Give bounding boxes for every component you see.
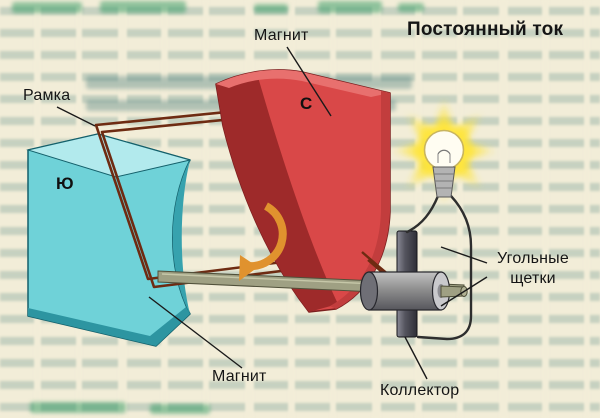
label-magnet-bottom: Магнит	[212, 368, 267, 385]
bulb-socket-ridges	[434, 173, 454, 189]
pointer-magnet-top	[286, 46, 332, 117]
north-magnet-pole-face	[216, 77, 338, 312]
collector-cylinder	[359, 271, 468, 311]
collector-body	[368, 271, 442, 311]
label-brushes-line2: щетки	[510, 270, 556, 287]
label-brushes-line1: Угольные	[497, 250, 569, 267]
bulb-filament-arc	[437, 149, 451, 155]
pointer-brush-lower	[440, 276, 488, 307]
pointer-frame	[56, 106, 96, 127]
bulb-socket	[432, 166, 456, 198]
label-frame: Рамка	[23, 87, 71, 104]
circuit-wire-left	[405, 194, 440, 234]
north-magnet-right-face	[330, 91, 390, 309]
bulb-filament	[437, 154, 451, 163]
circuit-wires	[405, 194, 473, 341]
label-magnet-top: Магнит	[254, 27, 309, 44]
circuit-wire-right	[416, 194, 473, 341]
pointer-brush-upper	[440, 246, 488, 264]
label-collector: Коллектор	[380, 382, 460, 399]
pointer-collector	[404, 336, 428, 380]
label-pole-north: С	[300, 94, 313, 113]
collector-left-cap	[359, 271, 379, 311]
pointer-lines	[56, 46, 488, 380]
pointer-magnet-bottom	[148, 296, 243, 369]
north-magnet-top-face	[216, 69, 390, 97]
south-magnet-bottom-face	[28, 307, 190, 346]
label-brushes: Угольные щетки	[489, 249, 577, 289]
label-pole-south: Ю	[56, 174, 74, 193]
light-bulb-icon	[423, 129, 465, 198]
rotation-arrow-icon	[239, 202, 287, 281]
diagram-title: Постоянный ток	[407, 19, 564, 40]
